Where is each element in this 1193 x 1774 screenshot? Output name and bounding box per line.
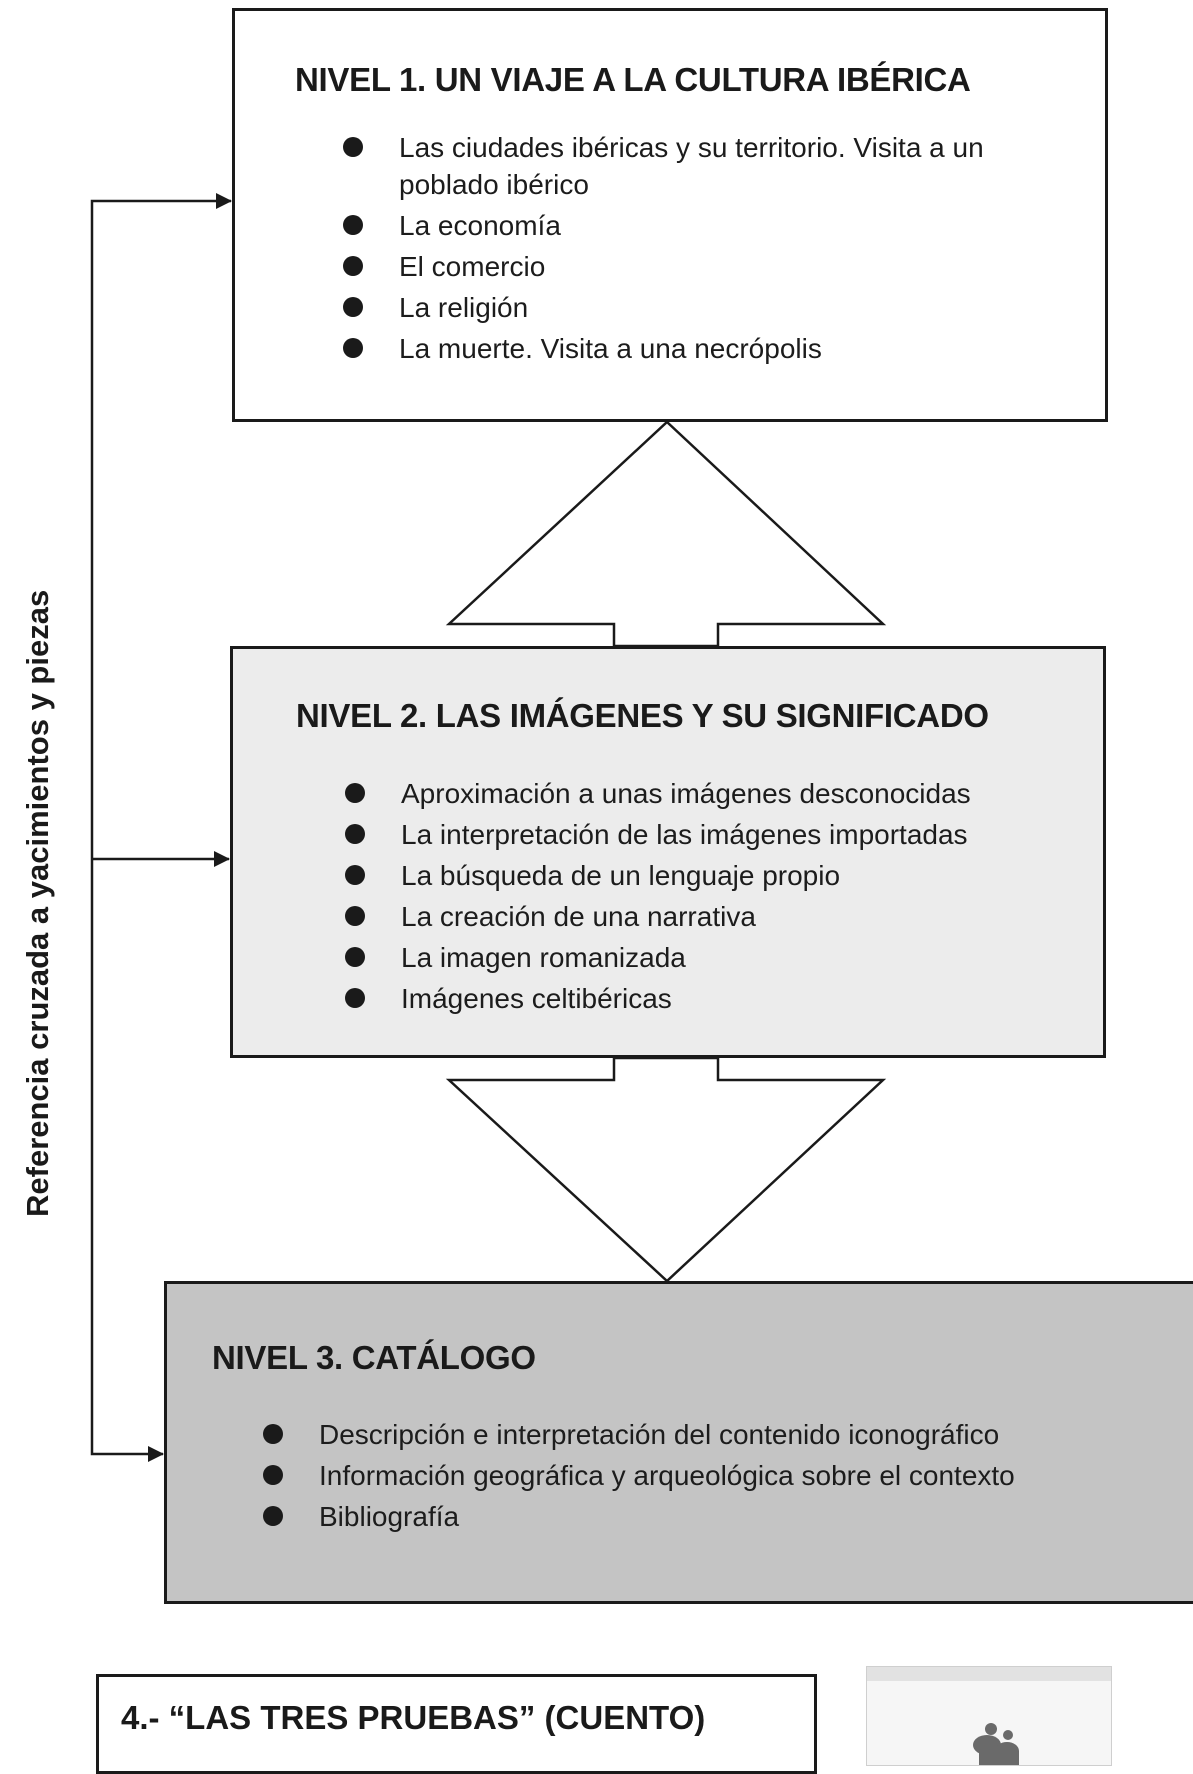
list-item: Bibliografía	[263, 1496, 1163, 1537]
section-heading-box: 4.- “LAS TRES PRUEBAS” (CUENTO)	[96, 1674, 817, 1774]
cross-reference-label-text: Referencia cruzada a yacimientos y pieza…	[20, 589, 55, 1217]
list-item: Aproximación a unas imágenes desconocida…	[345, 773, 1045, 814]
level-3-list: Descripción e interpretación del conteni…	[263, 1414, 1163, 1537]
level-2-list: Aproximación a unas imágenes desconocida…	[345, 773, 1045, 1019]
list-item: La economía	[343, 207, 1043, 244]
list-item: La imagen romanizada	[345, 937, 1045, 978]
list-item: Descripción e interpretación del conteni…	[263, 1414, 1163, 1455]
level-1-title: NIVEL 1. UN VIAJE A LA CULTURA IBÉRICA	[295, 61, 971, 98]
list-item: La interpretación de las imágenes import…	[345, 814, 1045, 855]
list-item: Imágenes celtibéricas	[345, 978, 1045, 1019]
list-item: La muerte. Visita a una necrópolis	[343, 330, 1043, 367]
list-item: Las ciudades ibéricas y su territorio. V…	[343, 129, 1043, 203]
level-1-box: NIVEL 1. UN VIAJE A LA CULTURA IBÉRICA L…	[232, 8, 1108, 422]
list-item: Información geográfica y arqueológica so…	[263, 1455, 1163, 1496]
list-item: El comercio	[343, 248, 1043, 285]
arrowhead-right-icon	[216, 193, 232, 209]
cross-reference-line	[90, 199, 231, 1456]
arrowhead-right-icon	[148, 1446, 164, 1462]
level-2-title: NIVEL 2. LAS IMÁGENES Y SU SIGNIFICADO	[296, 697, 989, 734]
arrowhead-right-icon	[214, 851, 230, 867]
block-arrow-2-3	[445, 1056, 887, 1283]
list-item: La religión	[343, 289, 1043, 326]
block-arrow-1-2	[445, 420, 887, 648]
section-title: 4.- “LAS TRES PRUEBAS” (CUENTO)	[121, 1699, 706, 1736]
cross-reference-label: Referencia cruzada a yacimientos y pieza…	[20, 590, 56, 1217]
level-1-list: Las ciudades ibéricas y su territorio. V…	[343, 129, 1043, 371]
list-item: La búsqueda de un lenguaje propio	[345, 855, 1045, 896]
illustration-figure-icon	[867, 1667, 1111, 1765]
level-3-title: NIVEL 3. CATÁLOGO	[212, 1339, 536, 1376]
list-item: La creación de una narrativa	[345, 896, 1045, 937]
illustration-thumbnail	[866, 1666, 1112, 1766]
level-3-box: NIVEL 3. CATÁLOGO Descripción e interpre…	[164, 1281, 1193, 1604]
level-2-box: NIVEL 2. LAS IMÁGENES Y SU SIGNIFICADO A…	[230, 646, 1106, 1058]
